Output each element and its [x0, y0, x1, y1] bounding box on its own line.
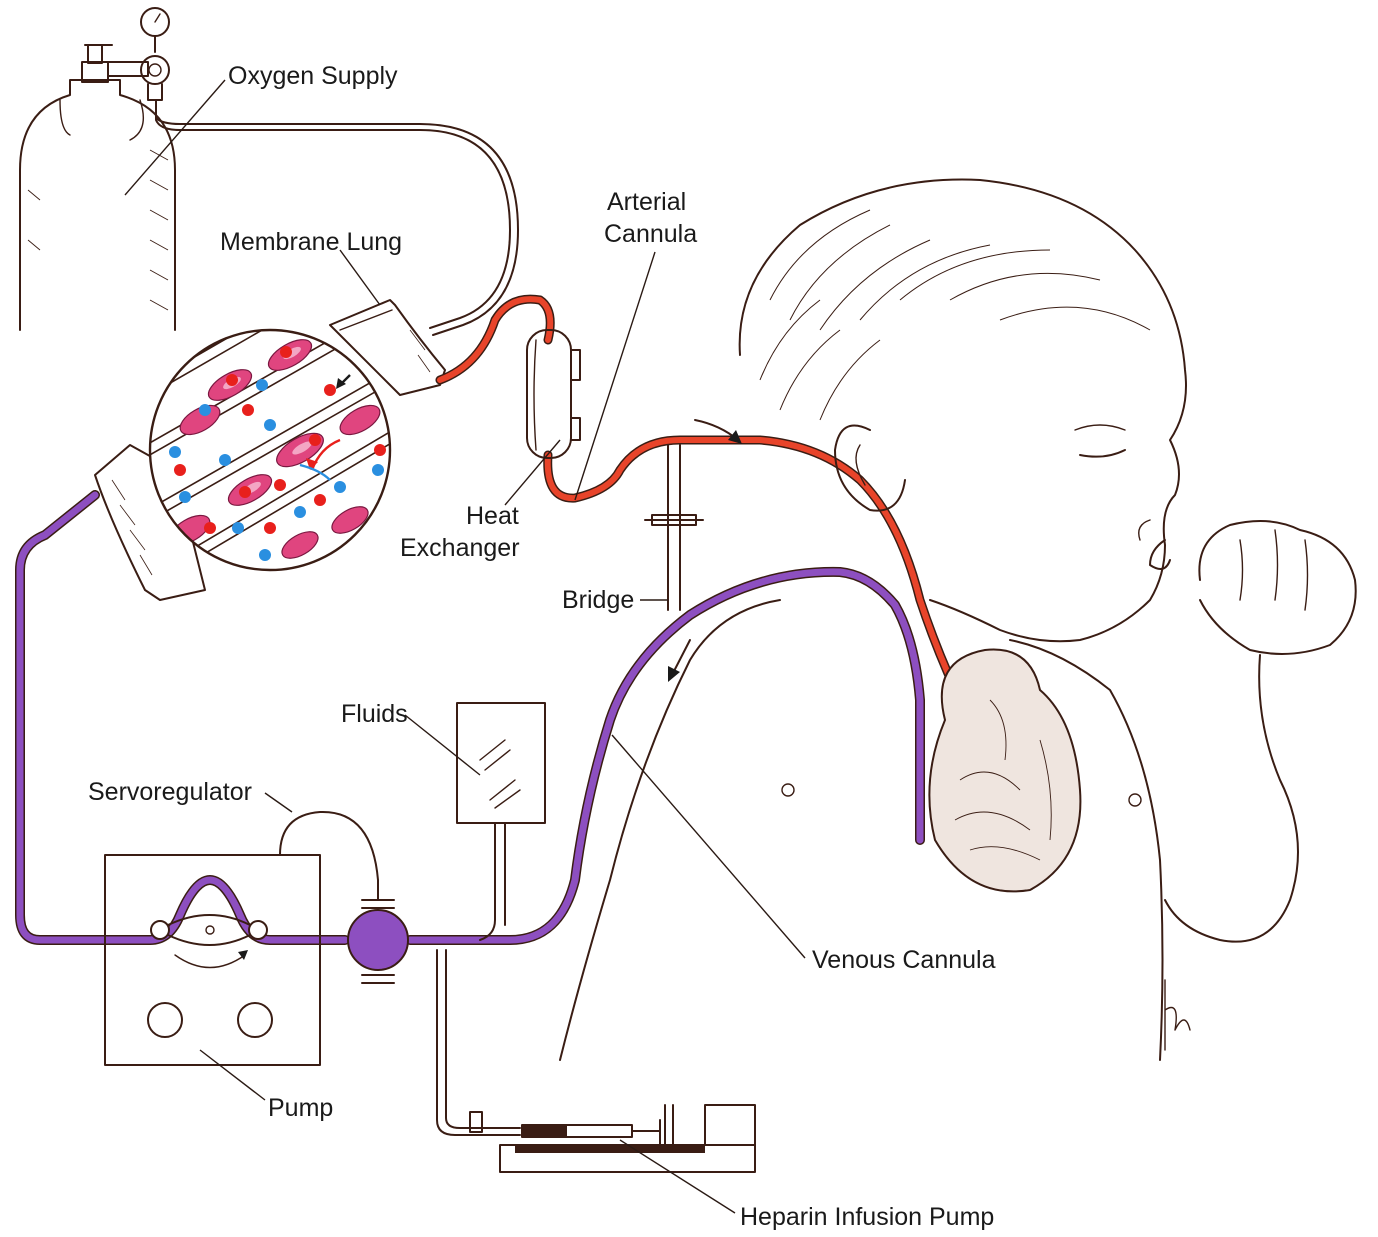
label-membrane-lung: Membrane Lung [220, 228, 402, 256]
label-arterial-cannula-line1: Arterial [607, 188, 686, 216]
label-heat-exchanger-line2: Exchanger [400, 534, 520, 562]
fluids-bag [457, 703, 545, 940]
heat-exchanger [527, 330, 580, 458]
membrane-lung-magnified-view [120, 250, 410, 592]
label-venous-cannula: Venous Cannula [812, 946, 996, 974]
servoregulator [280, 812, 408, 983]
oxygen-tube [156, 100, 510, 328]
label-servoregulator: Servoregulator [88, 778, 252, 806]
roller-pump [105, 855, 320, 1065]
label-oxygen-supply: Oxygen Supply [228, 62, 398, 90]
oxygen-cylinder [20, 8, 175, 330]
bridge [645, 445, 703, 610]
label-heat-exchanger-line1: Heat [466, 502, 519, 530]
label-bridge: Bridge [562, 586, 634, 614]
label-fluids: Fluids [341, 700, 408, 728]
label-arterial-cannula-line2: Cannula [604, 220, 697, 248]
label-heparin-infusion-pump: Heparin Infusion Pump [740, 1203, 994, 1231]
heparin-infusion-pump [437, 950, 755, 1172]
label-pump: Pump [268, 1094, 333, 1122]
